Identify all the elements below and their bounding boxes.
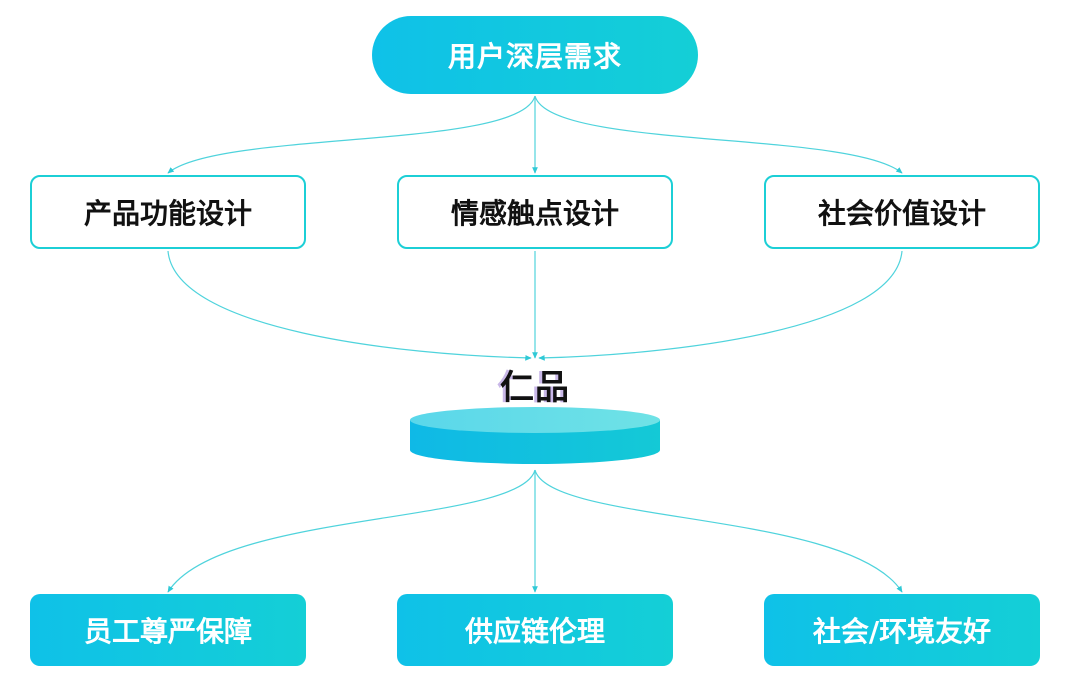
outcome-node-label: 社会/环境友好 [812, 615, 992, 648]
design-node-label: 产品功能设计 [83, 197, 252, 230]
design-node-emotional-touchpoint: 情感触点设计 [397, 175, 673, 249]
connector-top-to-design-1 [167, 95, 536, 174]
design-node-product-function: 产品功能设计 [30, 175, 306, 249]
design-node-label: 社会价值设计 [817, 197, 986, 230]
connector-center-to-outcome-3 [534, 469, 903, 593]
design-node-social-value: 社会价值设计 [764, 175, 1040, 249]
connector-design-3-to-center [538, 250, 903, 361]
outcome-node-label: 供应链伦理 [464, 615, 605, 648]
outcome-node-social-environment-friendly: 社会/环境友好 [764, 594, 1040, 666]
outcome-node-supply-chain-ethics: 供应链伦理 [397, 594, 673, 666]
outcome-node-label: 员工尊严保障 [83, 615, 252, 648]
connector-center-to-outcome-1 [167, 469, 536, 593]
connector-top-to-design-3 [534, 95, 903, 174]
center-label: 仁品 [500, 368, 570, 408]
outcome-node-employee-dignity: 员工尊严保障 [30, 594, 306, 666]
top-node-label: 用户深层需求 [447, 40, 622, 73]
top-node-user-deep-needs: 用户深层需求 [372, 16, 698, 94]
platform-disc-icon [410, 407, 660, 464]
design-node-label: 情感触点设计 [450, 197, 619, 230]
connector-design-1-to-center [167, 250, 532, 361]
